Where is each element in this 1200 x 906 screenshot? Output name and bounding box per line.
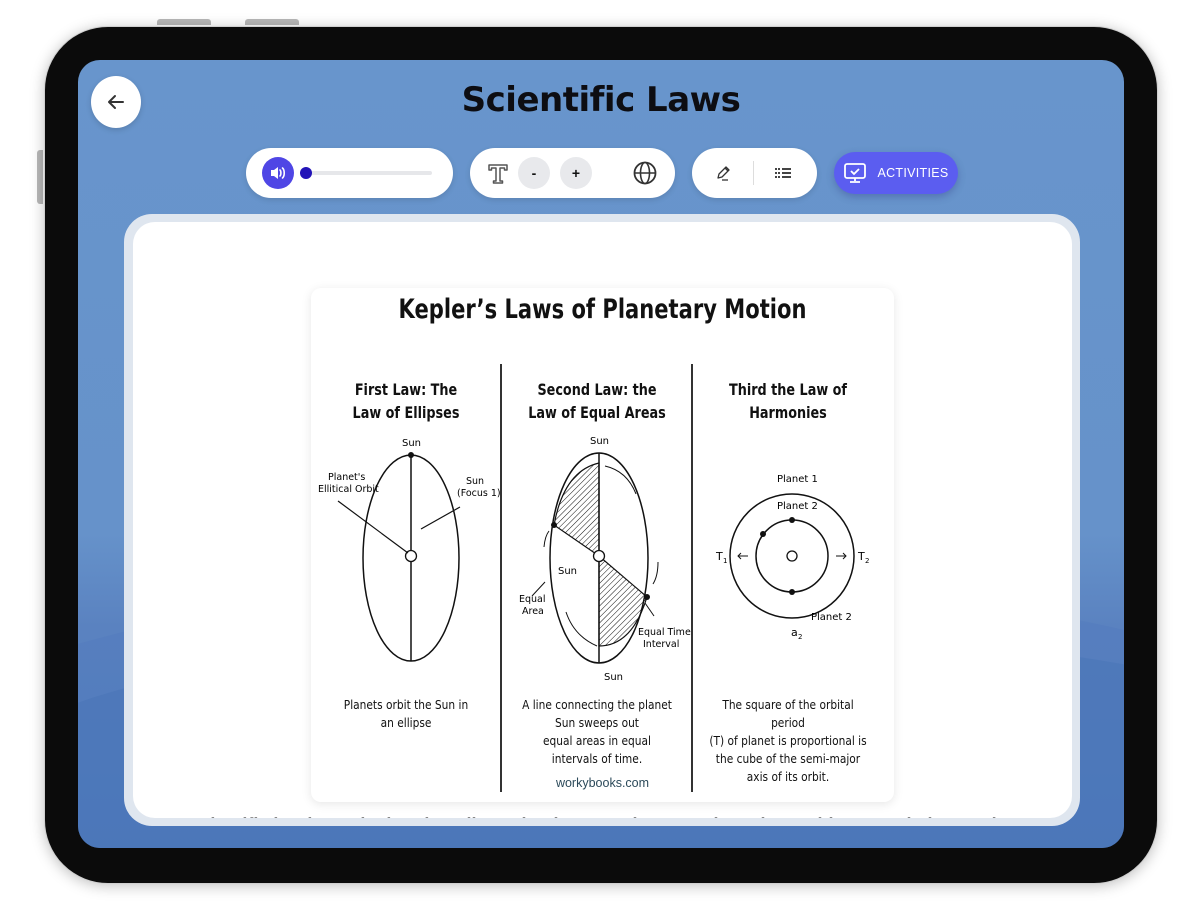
svg-text:Sun: Sun [590,436,609,447]
svg-text:Planet 2: Planet 2 [777,501,818,512]
second-law-title: Second Law: the Law of Equal Areas [521,378,673,424]
desc-line: A line connecting the planet [522,697,672,712]
page-title: Scientific Laws [461,80,741,120]
text-format-icon[interactable] [486,161,510,185]
svg-text:Sun: Sun [558,566,577,577]
monitor-check-icon [844,163,867,183]
body-text-cutoff: A scientific law is a rule that describe… [173,808,1033,818]
title-line: Second Law: the [537,380,657,399]
pencil-icon[interactable] [715,164,733,182]
text-controls: - + [470,148,675,198]
desc-line: intervals of time. [551,751,643,766]
figure-title: Kepler’s Laws of Planetary Motion [398,294,807,325]
desc-line: Sun sweeps out [555,715,639,730]
decrease-text-size-button[interactable]: - [518,157,550,189]
arrow-left-icon [108,95,124,109]
annotation-tools [692,148,817,198]
svg-text:1: 1 [723,557,727,565]
third-law-description: The square of the orbital period (T) of … [707,696,869,786]
content-card: Kepler’s Laws of Planetary Motion First … [124,214,1080,826]
svg-text:Sun: Sun [466,476,484,487]
content-scroll-area[interactable]: Kepler’s Laws of Planetary Motion First … [133,222,1072,818]
increase-label: + [571,165,581,181]
ellipse-orbit-diagram: Sun Planet's Ellitical Orbit Sun (Focus … [318,438,501,662]
toolbar-divider [753,161,754,185]
svg-text:2: 2 [798,633,802,641]
svg-text:Planet 2: Planet 2 [811,612,852,623]
activities-button[interactable]: ACTIVITIES [834,152,958,194]
title-line: Harmonies [749,403,827,422]
svg-text:Equal: Equal [519,594,546,605]
svg-text:a: a [791,626,798,639]
volume-up-hardware-button [157,19,211,25]
power-hardware-button [37,150,43,204]
svg-text:Sun: Sun [402,438,421,449]
first-law-column: First Law: The Law of Ellipses Sun Plane… [311,364,501,794]
svg-text:T: T [857,550,865,563]
svg-text:Planet's: Planet's [328,472,365,483]
svg-text:Interval: Interval [643,639,679,650]
third-law-column: Third the Law of Harmonies Planet 1 Pl [693,364,883,794]
volume-down-hardware-button [245,19,299,25]
desc-line: The square of the orbital period [722,697,854,730]
first-law-description: Planets orbit the Sun in an ellipse [325,696,487,732]
desc-line: equal areas in equal [542,733,652,748]
globe-icon[interactable] [632,160,658,186]
title-line: Law of Ellipses [352,403,460,422]
kepler-laws-figure: Kepler’s Laws of Planetary Motion First … [311,288,894,802]
second-law-column: Second Law: the Law of Equal Areas [502,364,692,794]
increase-text-size-button[interactable]: + [560,157,592,189]
equal-areas-diagram: Sun Sun Sun Equal Area Equal Time Interv… [519,436,691,683]
svg-text:T: T [715,550,723,563]
title-line: Law of Equal Areas [528,403,666,422]
audio-progress-slider[interactable] [300,167,432,179]
harmonies-diagram: Planet 1 Planet 2 Planet 2 T 1 T 2 a 2 [715,474,869,641]
desc-line: (T) of planet is proportional is [709,733,867,748]
audio-progress-thumb[interactable] [300,167,312,179]
figure-credit: workybooks.com [555,776,650,790]
audio-player [246,148,453,198]
svg-text:Equal Time: Equal Time [638,627,691,638]
audio-play-button[interactable] [262,157,294,189]
back-button[interactable] [91,76,141,128]
svg-text:Planet 1: Planet 1 [777,474,818,485]
svg-text:Area: Area [522,606,544,617]
desc-line: Planets orbit the Sun in [343,697,469,712]
column-divider [691,364,693,792]
app-screen: Scientific Laws - + ACTIVITIES Kepler’s … [78,60,1124,848]
first-law-title: First Law: The Law of Ellipses [330,378,482,424]
svg-text:(Focus 1): (Focus 1) [457,488,501,499]
desc-line: an ellipse [380,715,432,730]
title-line: Third the Law of [729,380,847,399]
second-law-description: A line connecting the planet Sun sweeps … [516,696,678,768]
desc-line: axis of its orbit. [746,769,830,784]
title-line: First Law: The [354,380,458,399]
list-icon[interactable] [774,166,792,180]
activities-label: ACTIVITIES [877,166,949,180]
column-divider [500,364,502,792]
third-law-title: Third the Law of Harmonies [712,378,864,424]
decrease-label: - [531,165,537,181]
desc-line: the cube of the semi-major [715,751,861,766]
svg-text:Ellitical Orbit: Ellitical Orbit [318,484,379,495]
svg-text:2: 2 [865,557,869,565]
svg-text:Sun: Sun [604,672,623,683]
speaker-icon [271,167,286,179]
